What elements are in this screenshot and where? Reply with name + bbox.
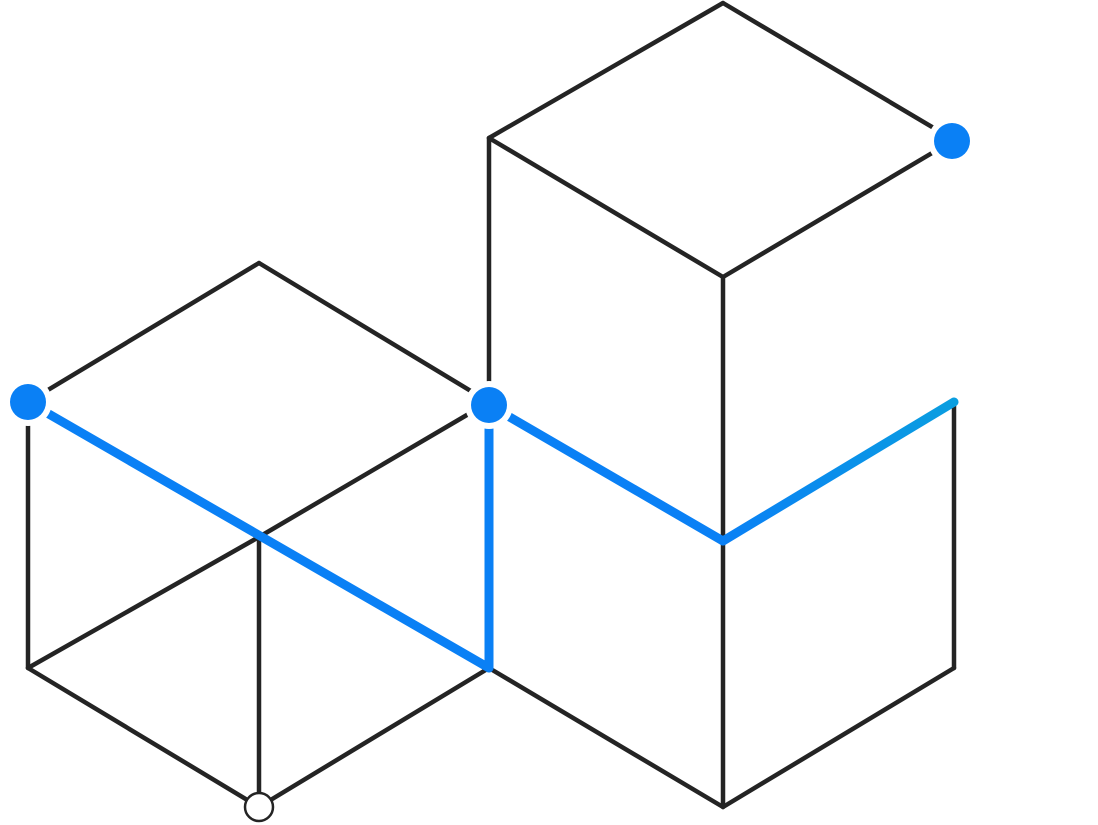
hollow-node xyxy=(243,791,275,823)
edge xyxy=(486,665,726,810)
path-segment xyxy=(718,397,959,546)
edge xyxy=(486,135,726,280)
cube-right-top xyxy=(486,0,957,544)
cube-left-bottom xyxy=(25,260,492,810)
path-node xyxy=(934,123,970,159)
edge xyxy=(256,665,492,810)
edge xyxy=(256,260,492,405)
edge xyxy=(486,0,726,141)
path-nodes xyxy=(4,117,976,823)
edge xyxy=(720,137,957,280)
highlighted-path xyxy=(23,136,959,673)
cube-right-bottom xyxy=(486,399,957,810)
path-node xyxy=(10,384,46,420)
edge xyxy=(720,665,957,810)
path-segment xyxy=(484,400,728,546)
edge xyxy=(25,534,262,671)
path-segment xyxy=(23,397,494,673)
path-node xyxy=(471,387,507,423)
edge xyxy=(720,0,957,143)
edge xyxy=(256,399,492,540)
edge xyxy=(25,260,262,405)
edge xyxy=(25,665,262,810)
